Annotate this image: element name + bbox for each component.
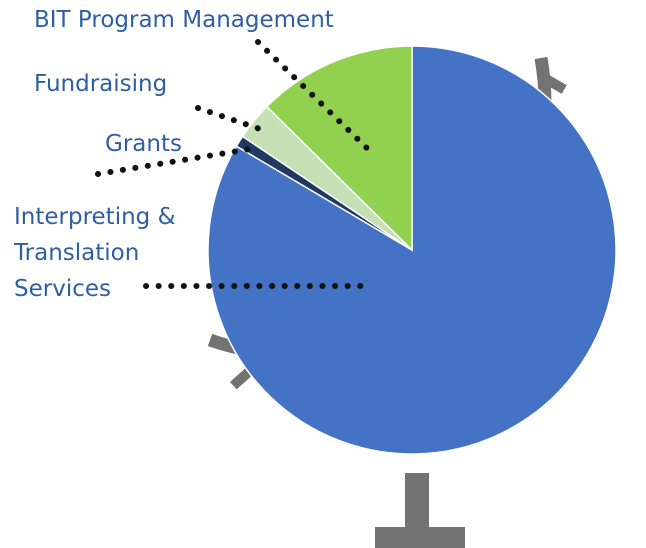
leader-line-grants xyxy=(95,145,255,177)
globe-stand-pin-top xyxy=(539,72,567,94)
slice-label-bit-program-management-text: BIT Program Management xyxy=(34,7,334,33)
slice-label-grants: Grants xyxy=(105,126,182,162)
pie-slice-bit-program-management xyxy=(265,45,413,252)
slice-label-interpreting-line-2: Translation xyxy=(14,240,140,266)
globe-stand-base xyxy=(375,527,465,548)
slice-label-interpreting-line-3: Services xyxy=(14,276,111,302)
slice-label-bit-program-management: BIT Program Management xyxy=(34,2,334,38)
slice-label-interpreting: Interpreting & Translation Services xyxy=(14,199,176,307)
globe-stand-post xyxy=(405,473,429,533)
leader-line-bit-program-management xyxy=(255,39,375,156)
slice-label-fundraising: Fundraising xyxy=(34,66,167,102)
slice-label-grants-text: Grants xyxy=(105,131,182,157)
slice-label-fundraising-text: Fundraising xyxy=(34,71,168,97)
leader-lines xyxy=(95,39,375,289)
slice-label-interpreting-line-1: Interpreting & xyxy=(14,204,176,230)
leader-line-fundraising xyxy=(195,105,270,135)
pie-slices xyxy=(207,45,617,455)
